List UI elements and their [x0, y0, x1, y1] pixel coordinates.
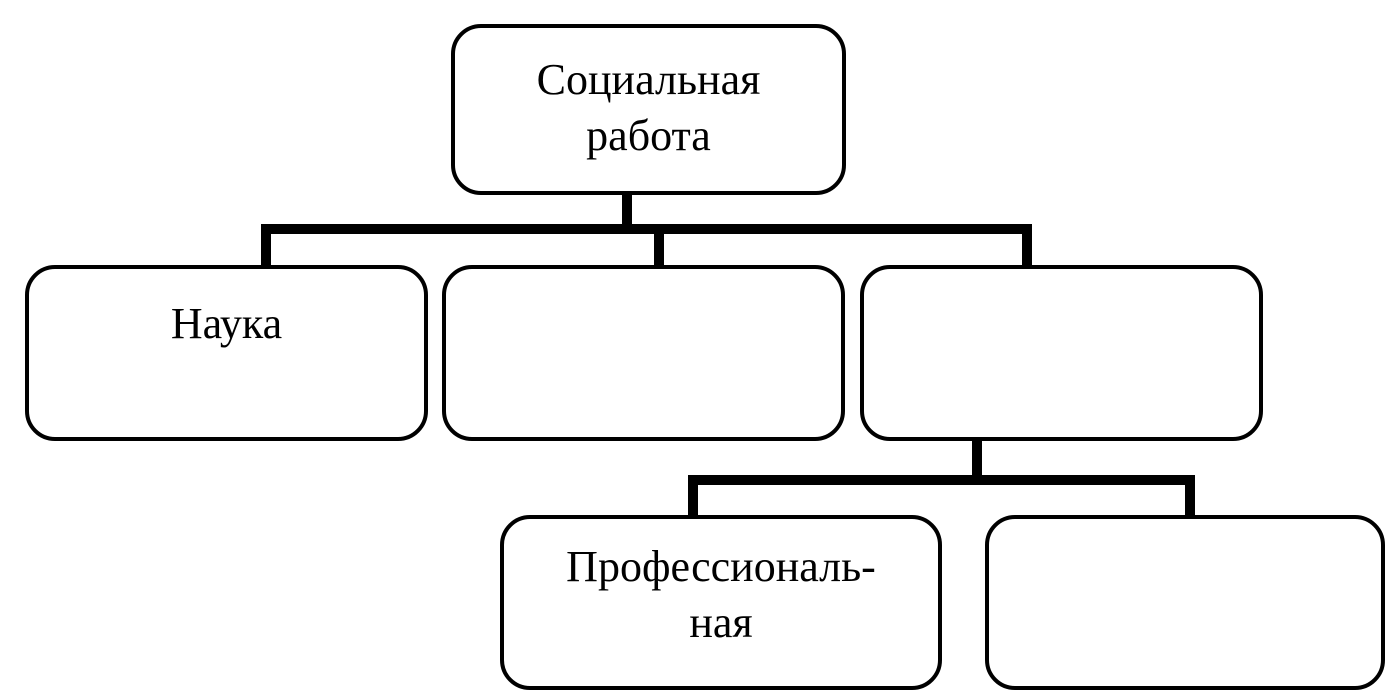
node-professional-line2: ная	[689, 598, 753, 647]
node-professional-line1: Профессиональ-	[566, 542, 876, 591]
node-empty-right-child	[985, 515, 1385, 690]
node-social-work-line1: Социальная	[536, 55, 761, 104]
node-social-work-line2: работа	[586, 111, 711, 160]
node-professional: Профессиональ- ная	[500, 515, 942, 690]
node-empty-right	[860, 265, 1263, 441]
node-science: Наука	[25, 265, 428, 441]
node-science-label: Наука	[170, 299, 283, 348]
node-empty-middle	[442, 265, 845, 441]
node-social-work: Социальная работа	[451, 24, 846, 195]
